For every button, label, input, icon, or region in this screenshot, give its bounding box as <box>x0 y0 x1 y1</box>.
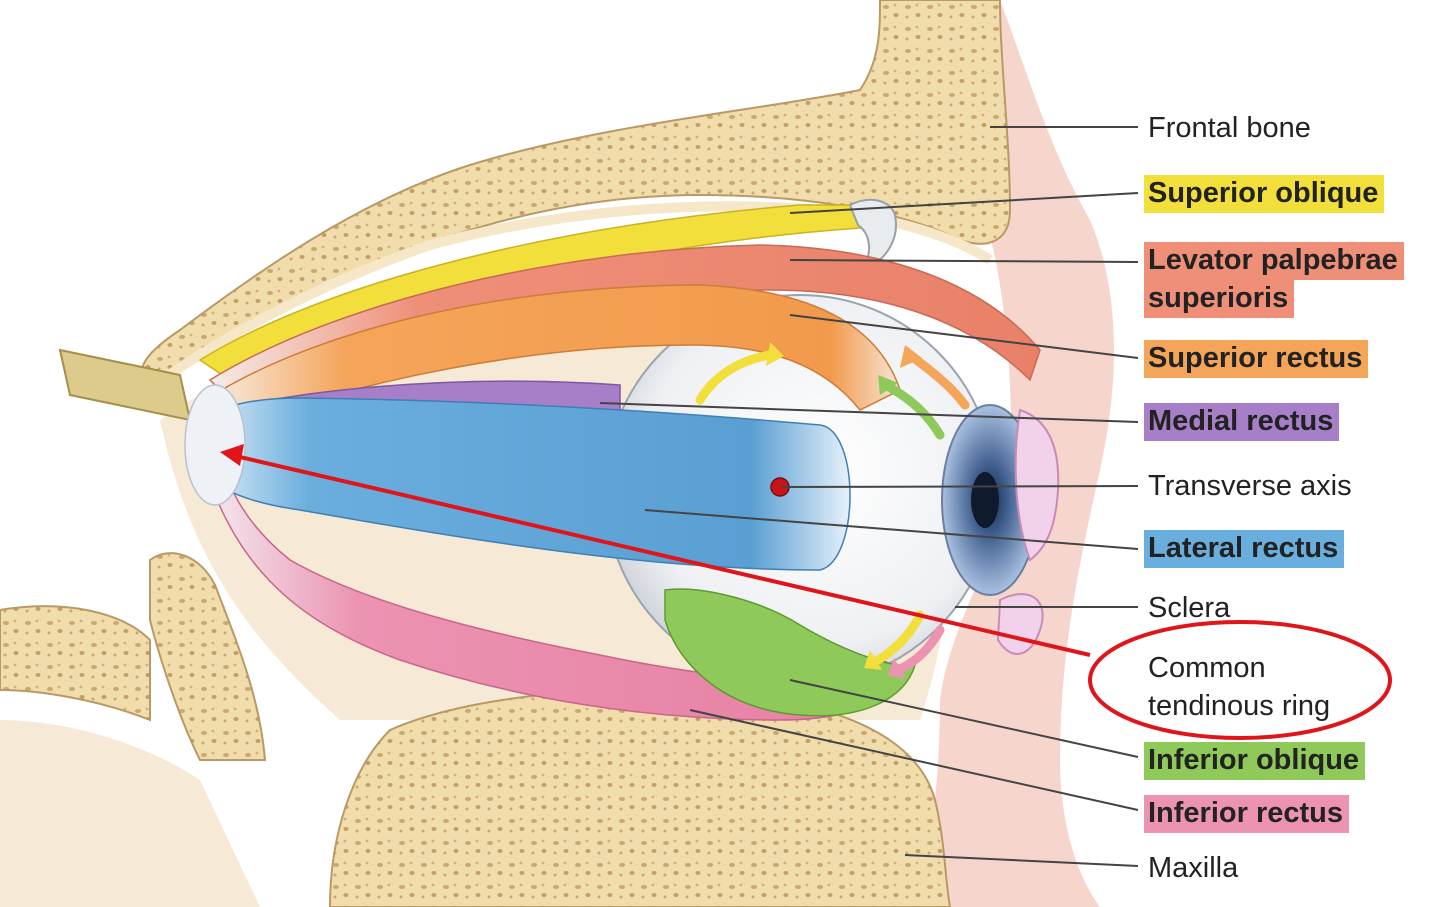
label-transverse-axis: Transverse axis <box>1148 470 1352 502</box>
inferior-oblique-muscle <box>664 588 917 717</box>
lateral-rectus-muscle <box>189 397 851 571</box>
highlight-arrowhead <box>220 444 244 466</box>
highlight-ellipse <box>1088 620 1392 740</box>
label-lateral-rectus: Lateral rectus <box>1144 530 1345 568</box>
leader-lines <box>599 126 1139 867</box>
label-medial-rectus: Medial rectus <box>1144 403 1340 441</box>
label-inferior-oblique: Inferior oblique <box>1144 742 1366 780</box>
highlight-arrow <box>239 455 1091 657</box>
label-common-tendinous-ring-line1: Common <box>1148 652 1266 684</box>
label-common-tendinous-ring-line2: tendinous ring <box>1148 690 1331 722</box>
rotation-arrow-yellow-bottom <box>873 610 925 665</box>
label-superior-rectus: Superior rectus <box>1144 340 1369 378</box>
rotation-arrow-yellow-top <box>695 350 775 405</box>
label-inferior-rectus: Inferior rectus <box>1144 795 1349 833</box>
tendinous-ring-region <box>184 384 246 506</box>
label-frontal-bone: Frontal bone <box>1148 112 1311 144</box>
sphenoid-bone-shape <box>149 552 267 761</box>
label-levator-palpebrae-line1: Levator palpebrae <box>1144 242 1404 280</box>
label-sclera: Sclera <box>1148 592 1231 624</box>
maxilla-shape <box>328 689 952 907</box>
label-maxilla: Maxilla <box>1148 852 1239 884</box>
label-superior-oblique: Superior oblique <box>1144 175 1385 213</box>
label-levator-palpebrae-line2: superioris <box>1144 280 1295 318</box>
rotation-arrow-pink <box>897 625 945 673</box>
rotation-arrow-green-bottom <box>700 593 760 655</box>
trochlea <box>848 198 897 272</box>
